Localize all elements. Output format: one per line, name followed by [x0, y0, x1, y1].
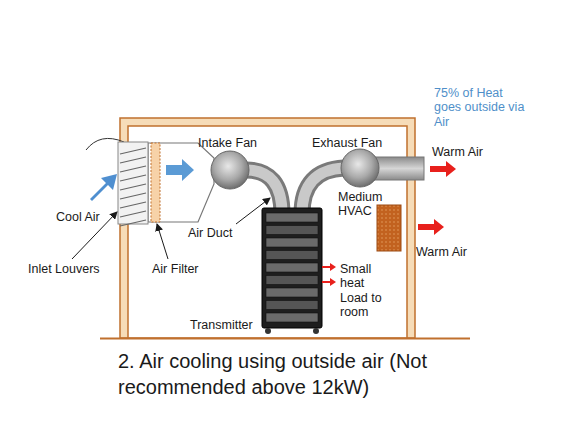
- rack-module: [266, 213, 318, 222]
- inlet-louvers: [118, 142, 148, 224]
- part-label: Warm Air: [416, 245, 467, 259]
- part-label: Intake Fan: [198, 136, 257, 150]
- leader-line: [236, 198, 270, 224]
- airflow-arrow: [166, 159, 194, 181]
- room-wall: [120, 118, 415, 338]
- louver-slats: [120, 148, 146, 226]
- intake-duct: [246, 170, 282, 214]
- louver-slat: [120, 175, 146, 181]
- intake-plenum: [148, 143, 214, 222]
- rack-modules: [266, 213, 318, 322]
- exhaust-fan: [341, 149, 379, 187]
- rack-module: [266, 251, 318, 260]
- rack-module: [266, 238, 318, 247]
- part-label: Small heat Load to room: [340, 262, 386, 320]
- rack-module: [266, 288, 318, 297]
- part-label: 75% of Heat goes outside via Air: [434, 86, 529, 129]
- louver-slat: [120, 184, 146, 190]
- exhaust-duct: [302, 168, 344, 214]
- rack-module: [266, 276, 318, 285]
- caption: 2. Air cooling using outside air (Not re…: [118, 348, 440, 400]
- louver-slat: [120, 148, 146, 154]
- rack-module: [266, 313, 318, 322]
- rack-module: [266, 226, 318, 235]
- louver-slat: [120, 157, 146, 163]
- louver-slat: [120, 202, 146, 208]
- floor-line: [100, 338, 470, 340]
- warm-air-arrow: [418, 219, 444, 235]
- louver-slat: [120, 220, 146, 226]
- intake-duct-core: [246, 170, 282, 214]
- louver-slat: [120, 166, 146, 172]
- air-filter: [151, 143, 160, 222]
- cool-air-arrow: [90, 174, 117, 201]
- rack-wheel: [313, 328, 319, 334]
- rack-module: [266, 263, 318, 272]
- heat-arrow: [322, 263, 336, 271]
- part-label: Medium HVAC: [338, 190, 388, 219]
- part-label: Air Filter: [152, 262, 199, 276]
- part-label: Inlet Louvers: [28, 262, 100, 276]
- part-label: Air Duct: [188, 226, 232, 240]
- part-label: Cool Air: [56, 210, 100, 224]
- louver-slat: [120, 193, 146, 199]
- hvac-unit: [377, 205, 401, 251]
- part-label: Warm Air: [432, 145, 483, 159]
- transmitter-rack: [262, 208, 322, 328]
- intake-fan: [211, 151, 249, 189]
- heat-arrow: [322, 278, 336, 286]
- part-label: Exhaust Fan: [312, 136, 382, 150]
- rack-wheel: [265, 328, 271, 334]
- leader-line: [157, 224, 168, 259]
- louver-slat: [120, 211, 146, 217]
- rack-module: [266, 301, 318, 310]
- part-label: Transmitter: [190, 318, 253, 332]
- exhaust-duct-core: [302, 168, 344, 214]
- warm-air-arrow: [430, 161, 456, 177]
